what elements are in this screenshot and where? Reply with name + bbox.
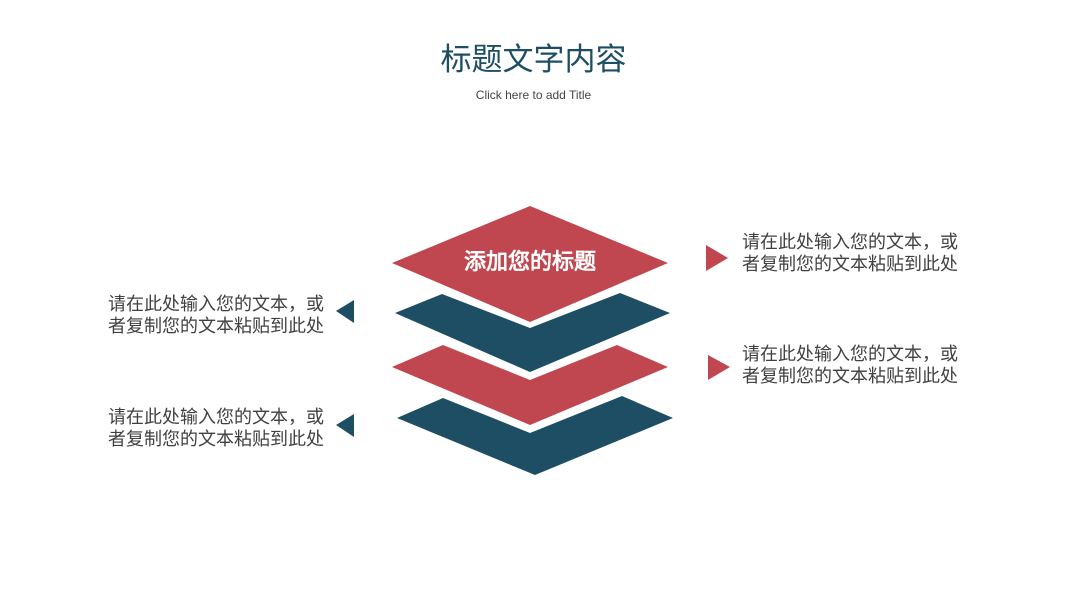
pointer-right-2-icon (708, 355, 730, 380)
text-block-right-2: 请在此处输入您的文本，或 者复制您的文本粘贴到此处 (742, 344, 974, 388)
text-block-left-2: 请在此处输入您的文本，或 者复制您的文本粘贴到此处 (92, 407, 324, 451)
text-line: 者复制您的文本粘贴到此处 (108, 316, 324, 337)
text-line: 者复制您的文本粘贴到此处 (742, 254, 958, 275)
page-subtitle: Click here to add Title (475, 88, 592, 102)
text-line: 请在此处输入您的文本，或 (108, 294, 324, 315)
pointer-left-2-icon (336, 414, 354, 437)
text-block-left-1: 请在此处输入您的文本，或 者复制您的文本粘贴到此处 (92, 294, 324, 338)
text-line: 请在此处输入您的文本，或 (742, 232, 958, 253)
top-diamond (392, 206, 668, 322)
pointer-right-1-icon (706, 245, 728, 271)
page-title: 标题文字内容 (440, 42, 627, 78)
chevron-layer-2 (392, 345, 668, 425)
chevron-layer-3 (397, 396, 673, 475)
text-line: 请在此处输入您的文本，或 (742, 344, 958, 365)
text-block-right-1: 请在此处输入您的文本，或 者复制您的文本粘贴到此处 (742, 232, 974, 276)
text-line: 请在此处输入您的文本，或 (108, 407, 324, 428)
text-line: 者复制您的文本粘贴到此处 (108, 429, 324, 450)
main-diamond-label: 添加您的标题 (463, 250, 596, 275)
pointer-left-1-icon (336, 300, 354, 323)
chevron-layer-1 (395, 293, 670, 372)
text-line: 者复制您的文本粘贴到此处 (742, 366, 958, 387)
